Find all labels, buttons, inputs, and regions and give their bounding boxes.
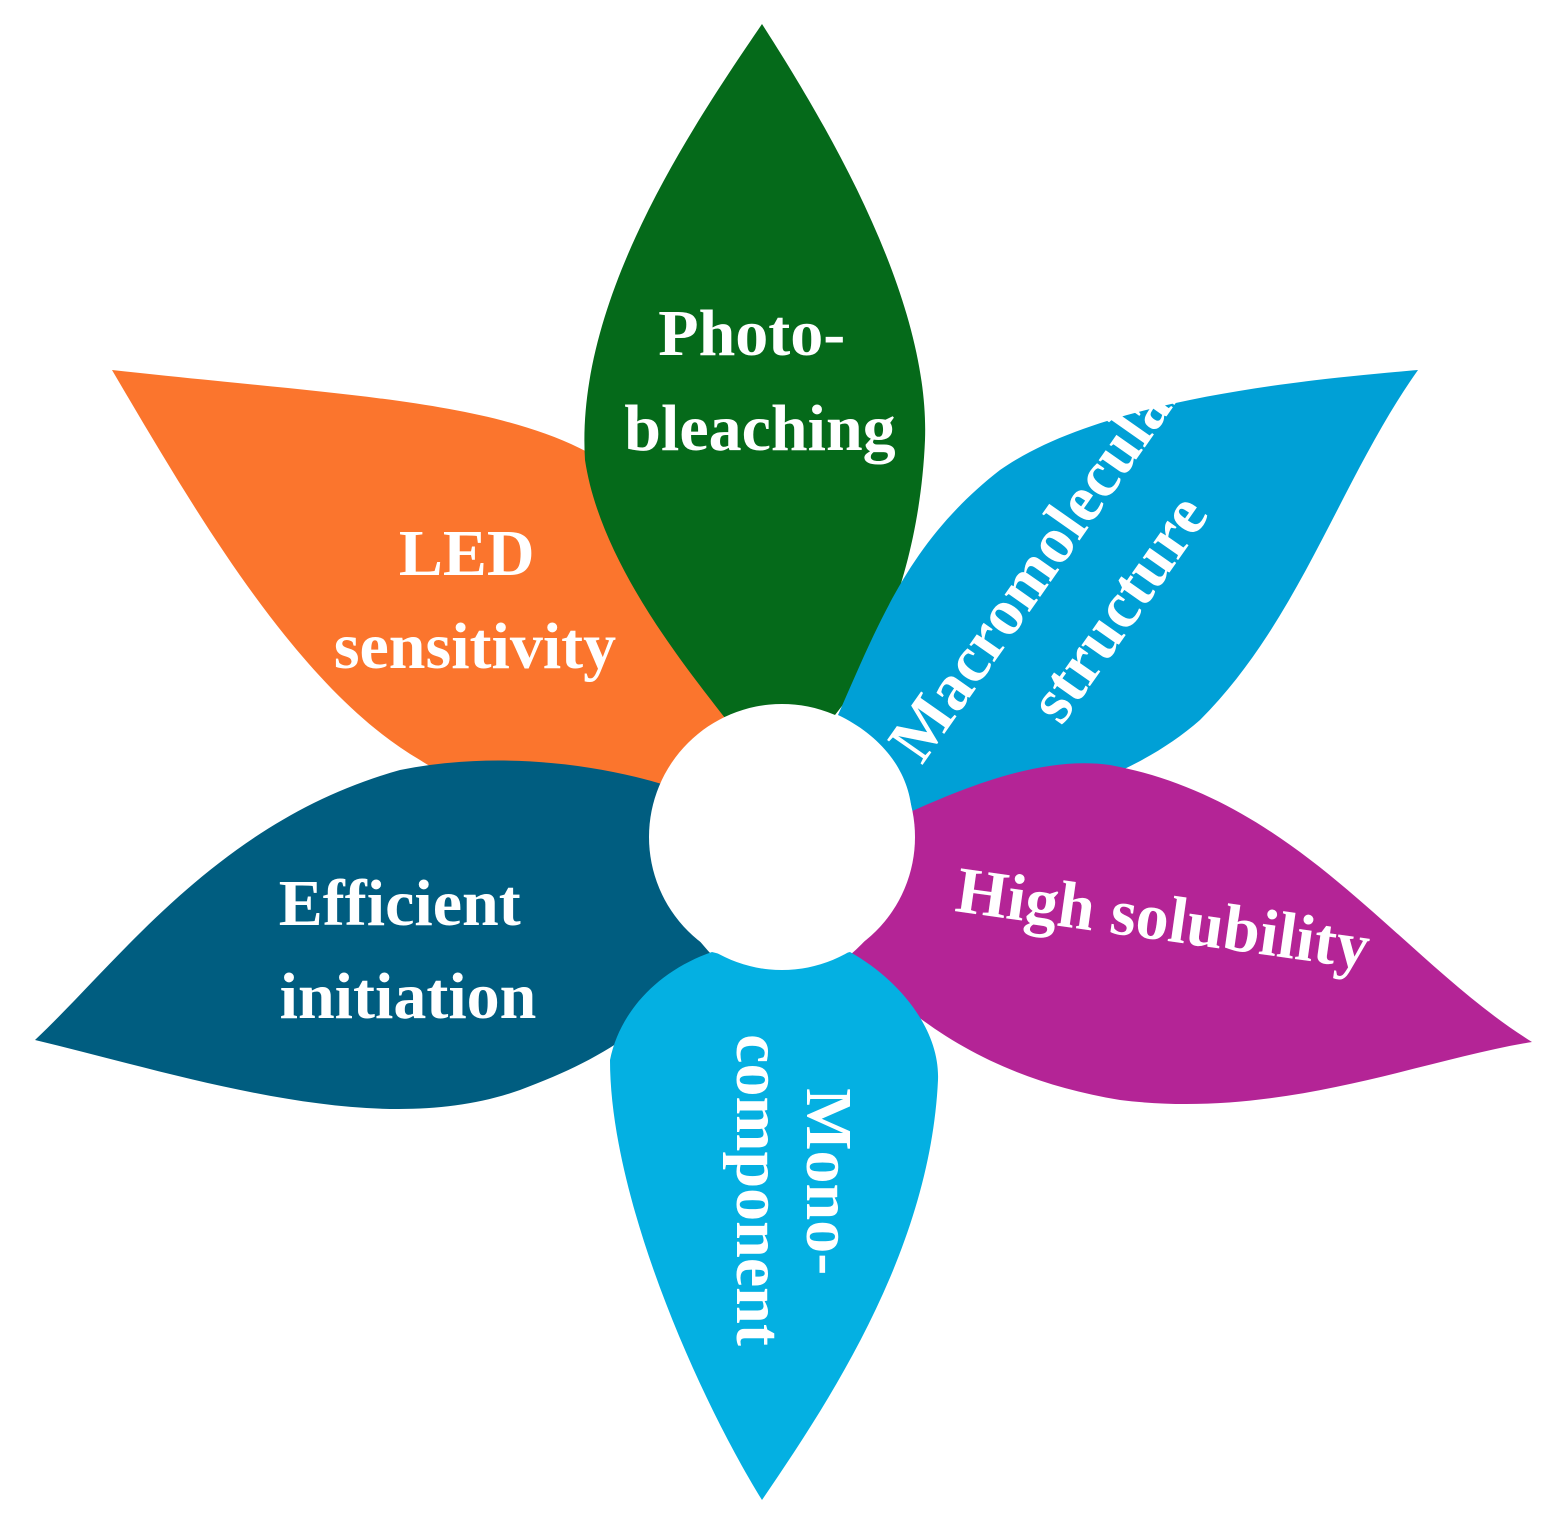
- petal-macromolecular: [838, 370, 1418, 815]
- label-photobleaching-line2: bleaching: [624, 392, 895, 465]
- petal-led-sensitivity: [112, 370, 733, 790]
- label-efficient-line2: initiation: [280, 960, 537, 1033]
- label-photobleaching: Photo- bleaching: [624, 297, 895, 465]
- label-mono-component: Mono- component: [722, 1034, 865, 1346]
- label-efficient-initiation: Efficient initiation: [279, 867, 537, 1033]
- label-led-sensitivity: LED sensitivity: [334, 517, 616, 683]
- center-circle: [649, 704, 915, 970]
- label-mono-line2: component: [722, 1034, 795, 1346]
- label-led-line1: LED: [399, 517, 535, 590]
- label-photobleaching-line1: Photo-: [658, 297, 845, 370]
- label-mono-line1: Mono-: [792, 1088, 865, 1275]
- petal-mono-component: [610, 952, 939, 1500]
- label-led-line2: sensitivity: [334, 610, 616, 683]
- label-efficient-line1: Efficient: [279, 867, 521, 940]
- petal-photobleaching: [584, 24, 926, 718]
- petal-high-solubility: [850, 763, 1532, 1105]
- petal-efficient-initiation: [35, 760, 712, 1110]
